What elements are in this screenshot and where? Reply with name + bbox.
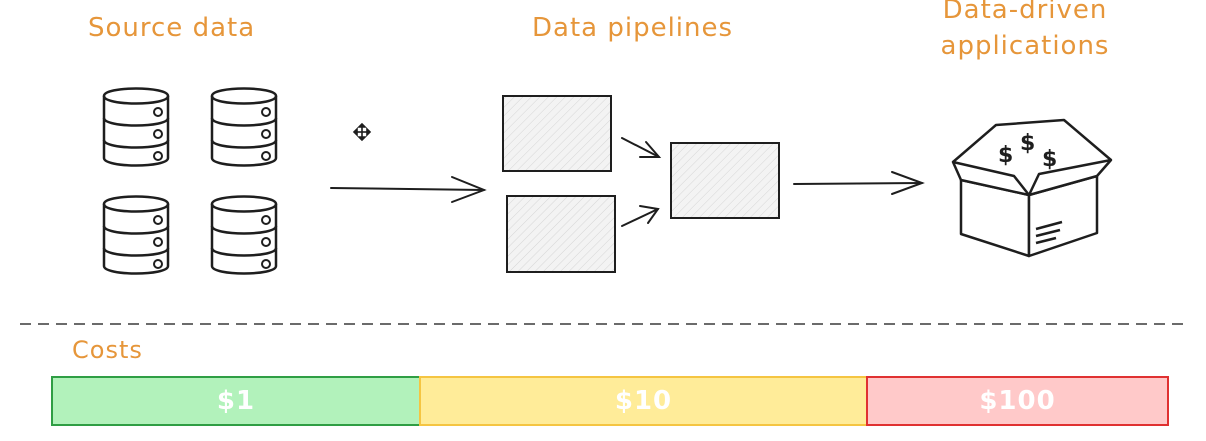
cost-segment-high: $100 (866, 376, 1169, 426)
database-icon (210, 195, 278, 275)
cost-segment-mid: $10 (419, 376, 868, 426)
costs-heading: Costs (72, 336, 143, 364)
database-icon (102, 195, 170, 275)
database-icon (102, 87, 170, 167)
arrow-icon (621, 205, 660, 227)
dollar-symbol: $ (1020, 131, 1035, 156)
pipeline-box (670, 142, 780, 219)
pipeline-box (506, 195, 616, 273)
arrow-icon (330, 176, 487, 203)
applications-heading: applications (940, 31, 1110, 61)
dollar-symbol: $ (1042, 147, 1057, 172)
dollar-symbol: $ (998, 143, 1013, 168)
source-data-heading: Source data (88, 13, 256, 43)
data-driven-heading: Data-driven (942, 0, 1108, 25)
data-pipelines-heading: Data pipelines (532, 13, 734, 43)
database-icon (210, 87, 278, 167)
cost-segment-low: $1 (51, 376, 421, 426)
arrow-icon (621, 137, 662, 158)
money-box-icon: $ $ $ (951, 118, 1113, 258)
arrow-icon (793, 171, 925, 195)
pipeline-box (502, 95, 612, 172)
move-cursor-icon (352, 122, 372, 142)
